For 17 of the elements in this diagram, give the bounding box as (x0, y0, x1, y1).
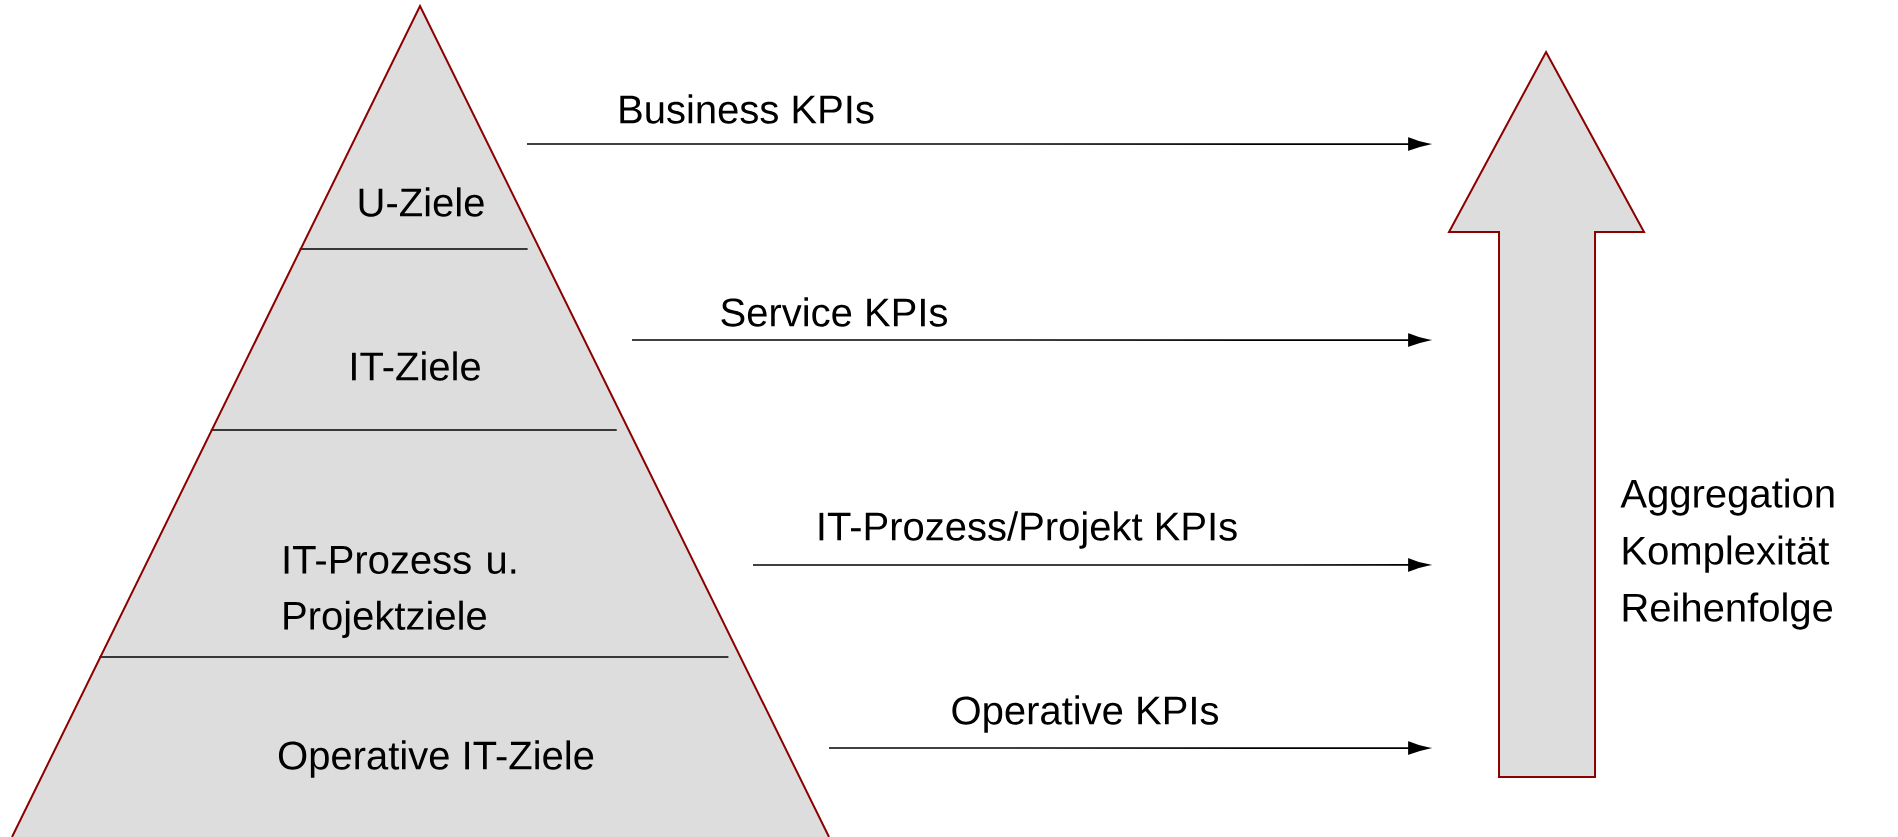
arrow (828, 741, 1429, 755)
arrow (526, 137, 1429, 151)
pyramid-band: IT-Prozess u. Projektziele (100, 430, 741, 657)
node-label: IT-Ziele (352, 351, 480, 381)
edge-label: Operative KPIs (952, 695, 1218, 733)
edge-label: Service KPIs (721, 297, 947, 327)
node-label: IT-Prozess u. Projektziele (284, 546, 516, 638)
pyramid-band: IT-Ziele (211, 249, 629, 430)
arrow (631, 333, 1429, 347)
node-label: Operative IT-Ziele (278, 740, 594, 778)
side-text: Aggregation Komplexität Reihenfolge (1620, 478, 1834, 630)
arrow (752, 558, 1429, 572)
pyramid-band: Operative IT-Ziele (12, 657, 829, 837)
node-label: U-Ziele (359, 187, 484, 217)
edge-label: IT-Prozess/Projekt KPIs (819, 511, 1237, 549)
edge-label: Business KPIs (620, 94, 874, 124)
pyramid-band: U-Ziele (300, 6, 540, 249)
